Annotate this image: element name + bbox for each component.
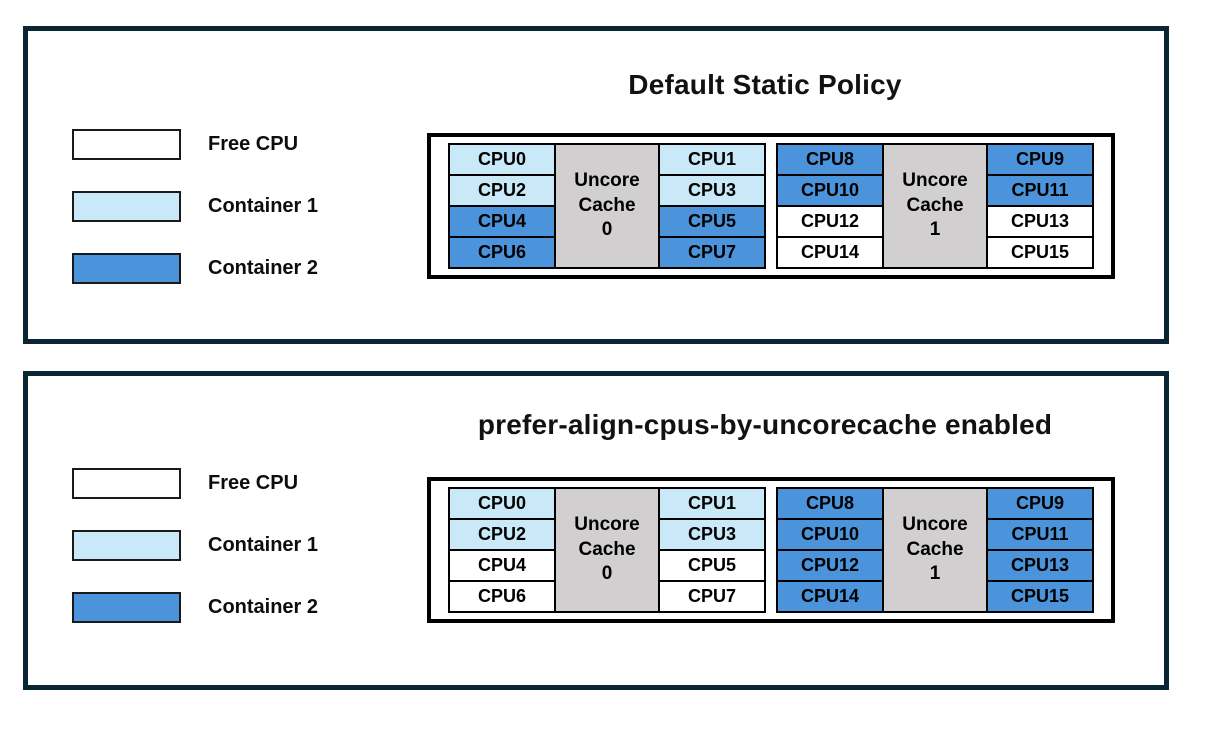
cpu-cell: CPU4: [448, 549, 556, 582]
cpu-cell: CPU3: [658, 174, 766, 207]
legend-label-container-1: Container 1: [208, 194, 319, 217]
legend-label-container-1: Container 1: [208, 533, 319, 556]
legend-label-container-2: Container 2: [208, 595, 319, 618]
container-2-swatch: [72, 591, 181, 623]
cpu-cell: CPU11: [986, 518, 1094, 551]
uncore-cache-0-group: CPU0 CPU2 CPU4 CPU6 Uncore Cache 0 CPU1 …: [448, 143, 766, 269]
cpu-socket-diagram: CPU0 CPU2 CPU4 CPU6 Uncore Cache 0 CPU1 …: [427, 133, 1115, 279]
cpu-cell: CPU1: [658, 143, 766, 176]
uncore-cache-0-box: Uncore Cache 0: [554, 143, 660, 269]
cpu-column-left: CPU0 CPU2 CPU4 CPU6: [448, 487, 556, 613]
container-1-swatch: [72, 529, 181, 561]
cpu-cell: CPU8: [776, 487, 884, 520]
cpu-cell: CPU7: [658, 236, 766, 269]
cpu-column-right: CPU1 CPU3 CPU5 CPU7: [658, 487, 766, 613]
uncore-cache-1-box: Uncore Cache 1: [882, 143, 988, 269]
cpu-cell: CPU4: [448, 205, 556, 238]
uncore-cache-1-group: CPU8 CPU10 CPU12 CPU14 Uncore Cache 1 CP…: [776, 487, 1094, 613]
cpu-cell: CPU14: [776, 236, 884, 269]
uncore-cache-1-group: CPU8 CPU10 CPU12 CPU14 Uncore Cache 1 CP…: [776, 143, 1094, 269]
cpu-cell: CPU15: [986, 580, 1094, 613]
cpu-cell: CPU0: [448, 487, 556, 520]
free-cpu-swatch: [72, 467, 181, 499]
cpu-cell: CPU13: [986, 205, 1094, 238]
panel-default-static-policy: Default Static Policy Free CPU Container…: [23, 26, 1169, 344]
uncore-cache-0-group: CPU0 CPU2 CPU4 CPU6 Uncore Cache 0 CPU1 …: [448, 487, 766, 613]
cpu-cell: CPU13: [986, 549, 1094, 582]
container-1-swatch: [72, 190, 181, 222]
cpu-cell: CPU5: [658, 549, 766, 582]
legend-label-free-cpu: Free CPU: [208, 471, 299, 494]
cpu-cell: CPU11: [986, 174, 1094, 207]
cpu-cell: CPU6: [448, 580, 556, 613]
legend-item-container-1: Container 1: [72, 190, 318, 222]
cpu-column-right: CPU1 CPU3 CPU5 CPU7: [658, 143, 766, 269]
panel-title: prefer-align-cpus-by-uncorecache enabled: [477, 409, 1053, 440]
cpu-cell: CPU9: [986, 143, 1094, 176]
cpu-cell: CPU5: [658, 205, 766, 238]
cpu-column-left: CPU0 CPU2 CPU4 CPU6: [448, 143, 556, 269]
cpu-column-right: CPU9 CPU11 CPU13 CPU15: [986, 143, 1094, 269]
cpu-column-left: CPU8 CPU10 CPU12 CPU14: [776, 143, 884, 269]
legend-item-container-2: Container 2: [72, 252, 318, 284]
cpu-socket-diagram: CPU0 CPU2 CPU4 CPU6 Uncore Cache 0 CPU1 …: [427, 477, 1115, 623]
cpu-cell: CPU0: [448, 143, 556, 176]
cpu-cell: CPU10: [776, 518, 884, 551]
cpu-cell: CPU12: [776, 549, 884, 582]
cpu-cell: CPU12: [776, 205, 884, 238]
legend-item-free-cpu: Free CPU: [72, 128, 318, 160]
cpu-cell: CPU8: [776, 143, 884, 176]
legend-label-container-2: Container 2: [208, 256, 319, 279]
uncore-cache-1-box: Uncore Cache 1: [882, 487, 988, 613]
cpu-cell: CPU9: [986, 487, 1094, 520]
container-2-swatch: [72, 252, 181, 284]
legend: Free CPU Container 1 Container 2: [72, 128, 318, 284]
cpu-cell: CPU14: [776, 580, 884, 613]
cpu-cell: CPU6: [448, 236, 556, 269]
cpu-column-left: CPU8 CPU10 CPU12 CPU14: [776, 487, 884, 613]
legend-item-container-1: Container 1: [72, 529, 318, 561]
cpu-cell: CPU7: [658, 580, 766, 613]
legend: Free CPU Container 1 Container 2: [72, 467, 318, 623]
legend-item-container-2: Container 2: [72, 591, 318, 623]
panel-title: Default Static Policy: [628, 69, 902, 100]
cpu-cell: CPU1: [658, 487, 766, 520]
cpu-column-right: CPU9 CPU11 CPU13 CPU15: [986, 487, 1094, 613]
cpu-cell: CPU15: [986, 236, 1094, 269]
cpu-cell: CPU10: [776, 174, 884, 207]
uncore-cache-0-box: Uncore Cache 0: [554, 487, 660, 613]
cpu-cell: CPU2: [448, 518, 556, 551]
cpu-cell: CPU3: [658, 518, 766, 551]
panel-prefer-align-uncorecache: prefer-align-cpus-by-uncorecache enabled…: [23, 371, 1169, 690]
legend-label-free-cpu: Free CPU: [208, 132, 299, 155]
legend-item-free-cpu: Free CPU: [72, 467, 318, 499]
cpu-cell: CPU2: [448, 174, 556, 207]
free-cpu-swatch: [72, 128, 181, 160]
